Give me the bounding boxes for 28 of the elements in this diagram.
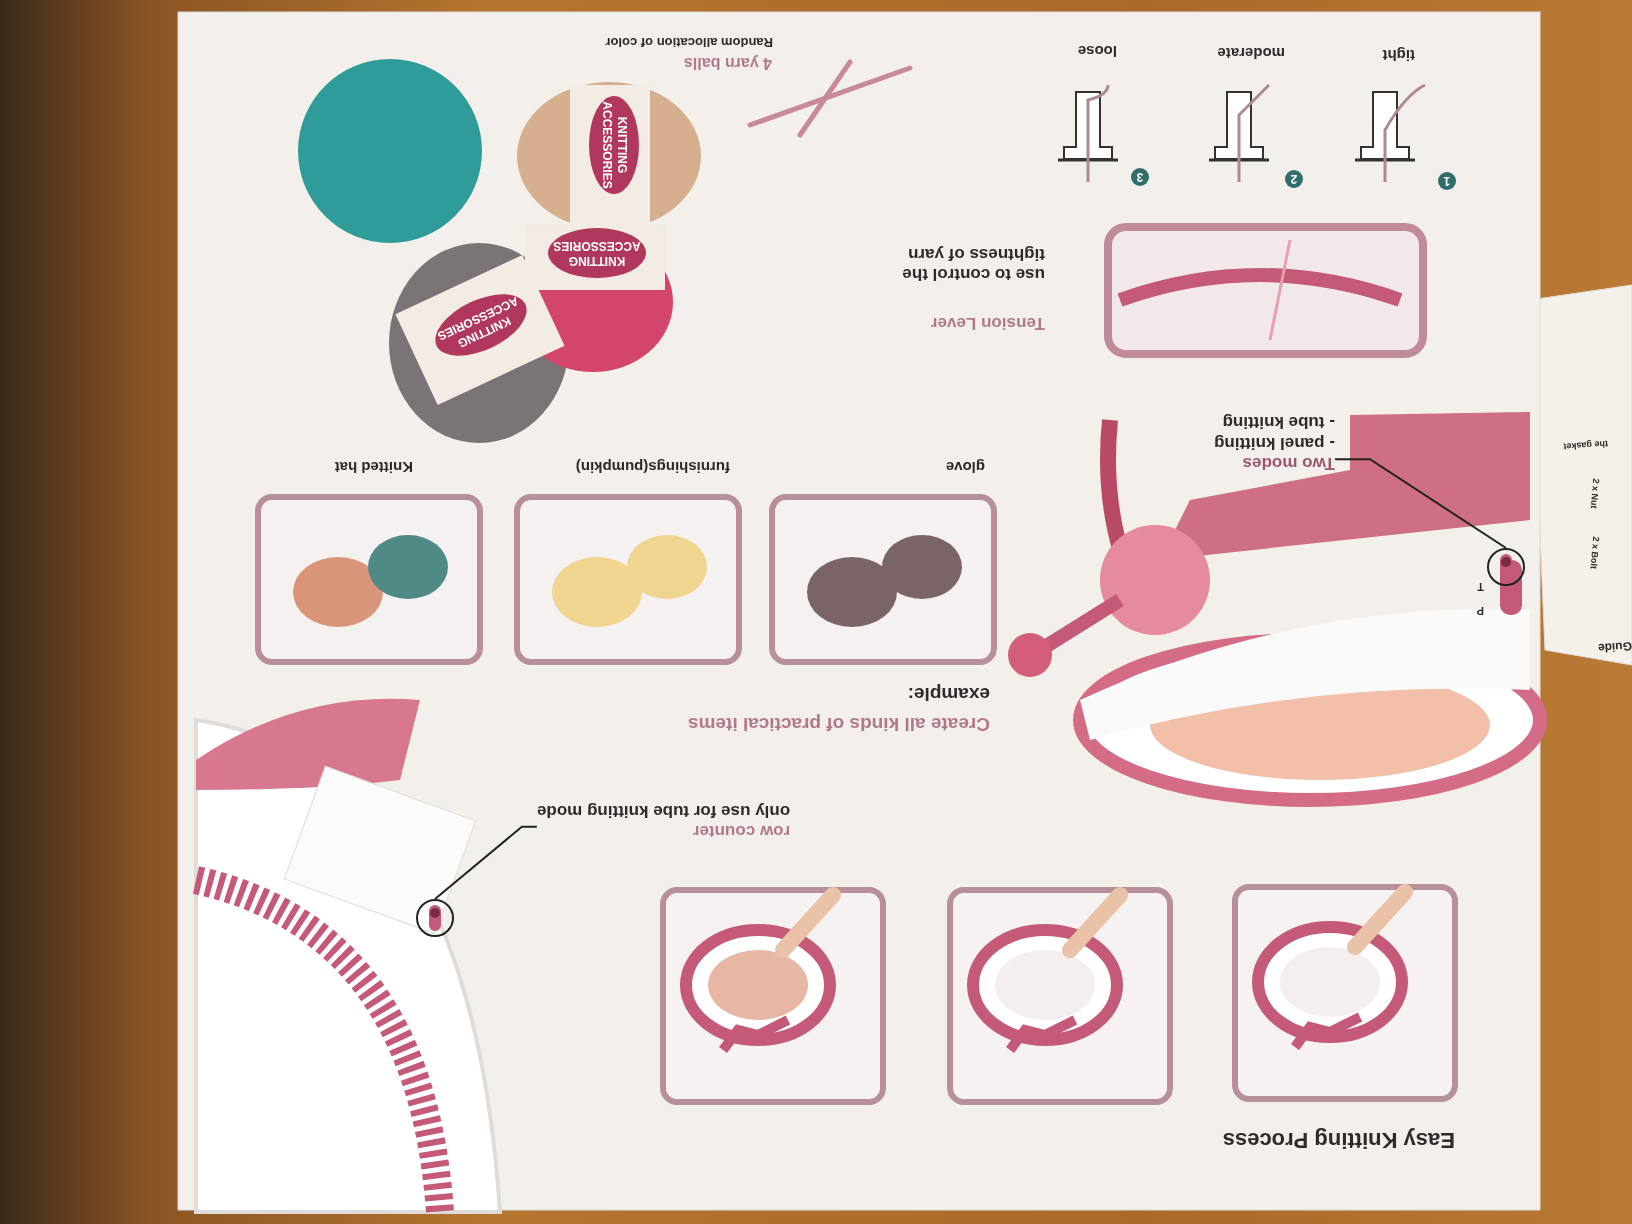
card-text: the gasket: [1562, 437, 1609, 453]
callout-heading: Two modes: [1241, 453, 1335, 474]
callout-heading: row counter: [691, 820, 790, 841]
mode-switch: [1487, 548, 1525, 586]
heading: Tension Lever: [930, 313, 1045, 334]
callout-text: - tube knitting: [1221, 412, 1335, 433]
leader-line: [1334, 458, 1507, 549]
description: use to control the tightness of yarn: [901, 243, 1045, 284]
card-text: 2 x Nut: [1587, 478, 1602, 511]
mode-letter: P: [1475, 604, 1484, 618]
caption: Knitted hat: [333, 458, 413, 476]
card-text: 2 x Bolt: [1587, 536, 1602, 572]
setting-label: tight: [1381, 46, 1415, 64]
heading: Create all kinds of practical items: [687, 712, 990, 735]
card-text: Guide: [1596, 638, 1632, 656]
leader-line: [434, 825, 538, 900]
mode-letter: T: [1476, 580, 1484, 594]
callout-text: only use for tube knitting mode: [536, 800, 790, 821]
heading: example:: [906, 682, 990, 705]
heading: 4 yarn balls: [682, 54, 772, 74]
row-counter-knob: [416, 899, 454, 937]
caption: furnishings(pumpkin): [574, 458, 730, 476]
setting-label: loose: [1076, 42, 1117, 60]
setting-label: moderate: [1216, 44, 1285, 62]
caption: glove: [944, 458, 985, 476]
note: Random allocation of color: [604, 34, 773, 50]
heading: Easy Knitting Process: [1221, 1127, 1455, 1154]
callout-text: - panel knitting: [1214, 432, 1335, 453]
